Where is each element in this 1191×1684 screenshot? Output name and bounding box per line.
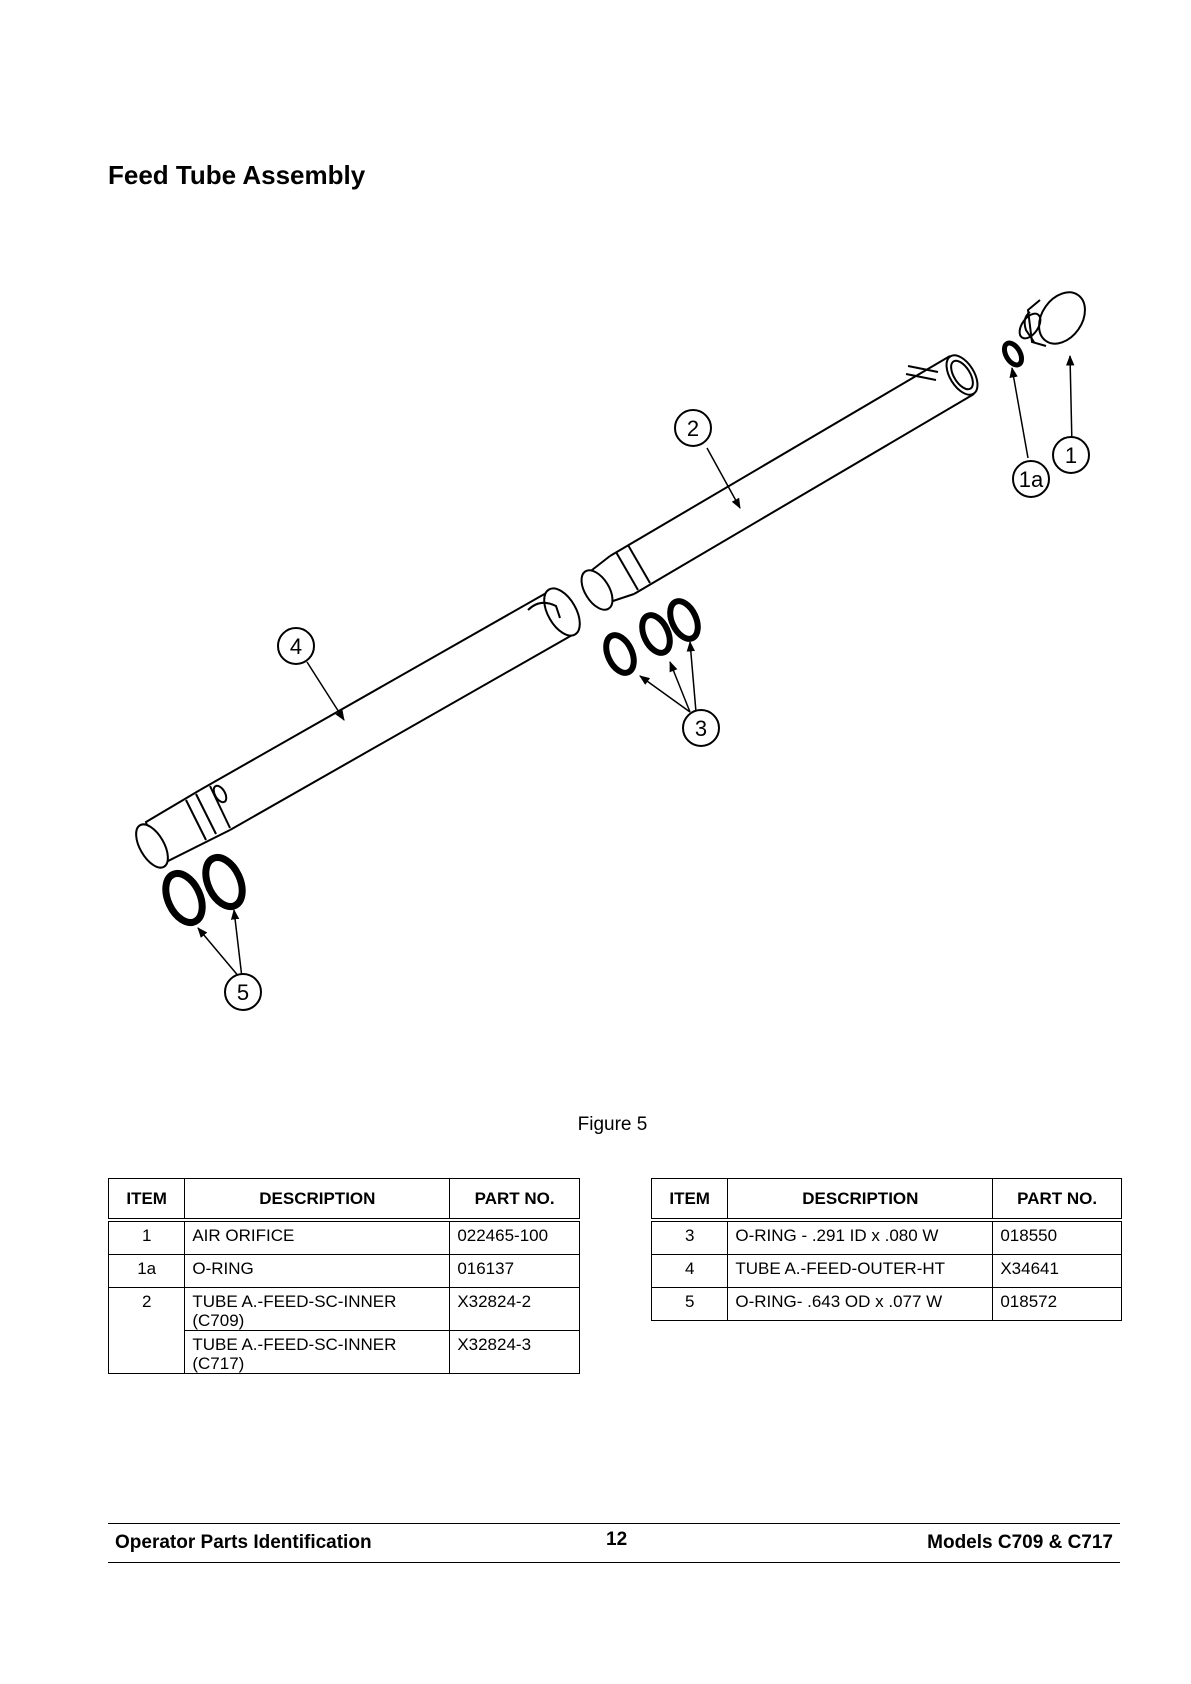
part-no-cell: X32824-2 bbox=[449, 1287, 580, 1331]
item-cell: 5 bbox=[650, 1287, 729, 1321]
column-header-description: DESCRIPTION bbox=[184, 1178, 451, 1222]
o-rings-5-part bbox=[162, 853, 246, 927]
description-cell: AIR ORIFICE bbox=[184, 1219, 451, 1255]
callout-1a-label: 1a bbox=[1019, 467, 1044, 492]
table-row: 3 O-RING - .291 ID x .080 W 018550 bbox=[650, 1219, 1122, 1255]
callout-5-label: 5 bbox=[237, 980, 249, 1005]
callout-1 bbox=[1052, 436, 1090, 474]
inner-feed-tube-part bbox=[580, 354, 979, 611]
item-cell: 2 bbox=[107, 1287, 186, 1374]
page-title: Feed Tube Assembly bbox=[108, 160, 366, 190]
table-row: 2 TUBE A.-FEED-SC-INNER (C709) X32824-2 bbox=[107, 1287, 580, 1374]
table-row: 1a O-RING 016137 bbox=[107, 1254, 580, 1288]
parts-table-left: ITEM DESCRIPTION PART NO. 1 AIR ORIFICE … bbox=[107, 1178, 580, 1374]
callout-2 bbox=[674, 409, 712, 447]
part-no-cell: X34641 bbox=[992, 1254, 1122, 1288]
description-cell: TUBE A.-FEED-SC-INNER (C709) bbox=[184, 1287, 451, 1331]
description-cell: TUBE A.-FEED-OUTER-HT bbox=[727, 1254, 994, 1288]
callout-4-label: 4 bbox=[290, 634, 302, 659]
air-orifice-part bbox=[1018, 291, 1086, 347]
table-row: 5 O-RING- .643 OD x .077 W 018572 bbox=[650, 1287, 1122, 1321]
table-row: TUBE A.-FEED-SC-INNER (C717) X32824-3 bbox=[109, 1330, 580, 1374]
callout-3-label: 3 bbox=[695, 716, 707, 741]
item-cell: 4 bbox=[650, 1254, 729, 1288]
callout-1-label: 1 bbox=[1065, 443, 1077, 468]
description-cell: O-RING - .291 ID x .080 W bbox=[727, 1219, 994, 1255]
page-number: 12 bbox=[606, 1529, 628, 1550]
callout-1a bbox=[1012, 460, 1050, 498]
item-cell: 3 bbox=[650, 1219, 729, 1255]
part-no-cell: 016137 bbox=[449, 1254, 580, 1288]
column-header-item: ITEM bbox=[650, 1178, 729, 1222]
callout-2-label: 2 bbox=[687, 416, 699, 441]
column-header-part-no: PART NO. bbox=[449, 1178, 580, 1222]
column-header-description: DESCRIPTION bbox=[727, 1178, 994, 1222]
description-cell: O-RING bbox=[184, 1254, 451, 1288]
leader-lines bbox=[197, 354, 1075, 979]
o-rings-3-part bbox=[603, 598, 701, 676]
callout-5 bbox=[224, 973, 262, 1011]
table-header-row: ITEM DESCRIPTION PART NO. bbox=[650, 1178, 1122, 1222]
item-cell: 1a bbox=[107, 1254, 186, 1288]
column-header-part-no: PART NO. bbox=[992, 1178, 1122, 1222]
callout-4 bbox=[277, 627, 315, 665]
part-no-cell: 018550 bbox=[992, 1219, 1122, 1255]
footer-models: Models C709 & C717 bbox=[927, 1532, 1113, 1553]
description-cell: O-RING- .643 OD x .077 W bbox=[727, 1287, 994, 1321]
callout-3 bbox=[682, 709, 720, 747]
part-no-cell: X32824-3 bbox=[449, 1330, 580, 1374]
description-cell: TUBE A.-FEED-SC-INNER (C717) bbox=[184, 1330, 451, 1374]
page-footer: Operator Parts Identification 12 Models … bbox=[108, 1523, 1120, 1563]
figure-caption: Figure 5 bbox=[577, 1114, 648, 1135]
table-header-row: ITEM DESCRIPTION PART NO. bbox=[107, 1178, 580, 1222]
o-ring-1a-part bbox=[1001, 340, 1025, 368]
footer-section-title: Operator Parts Identification bbox=[115, 1532, 372, 1553]
part-no-cell: 018572 bbox=[992, 1287, 1122, 1321]
part-no-cell: 022465-100 bbox=[449, 1219, 580, 1255]
outer-feed-tube-part bbox=[135, 587, 581, 869]
item-cell: 1 bbox=[107, 1219, 186, 1255]
table-row: 4 TUBE A.-FEED-OUTER-HT X34641 bbox=[650, 1254, 1122, 1288]
table-row: 1 AIR ORIFICE 022465-100 bbox=[107, 1219, 580, 1255]
parts-table-right: ITEM DESCRIPTION PART NO. 3 O-RING - .29… bbox=[650, 1178, 1122, 1321]
column-header-item: ITEM bbox=[107, 1178, 186, 1222]
